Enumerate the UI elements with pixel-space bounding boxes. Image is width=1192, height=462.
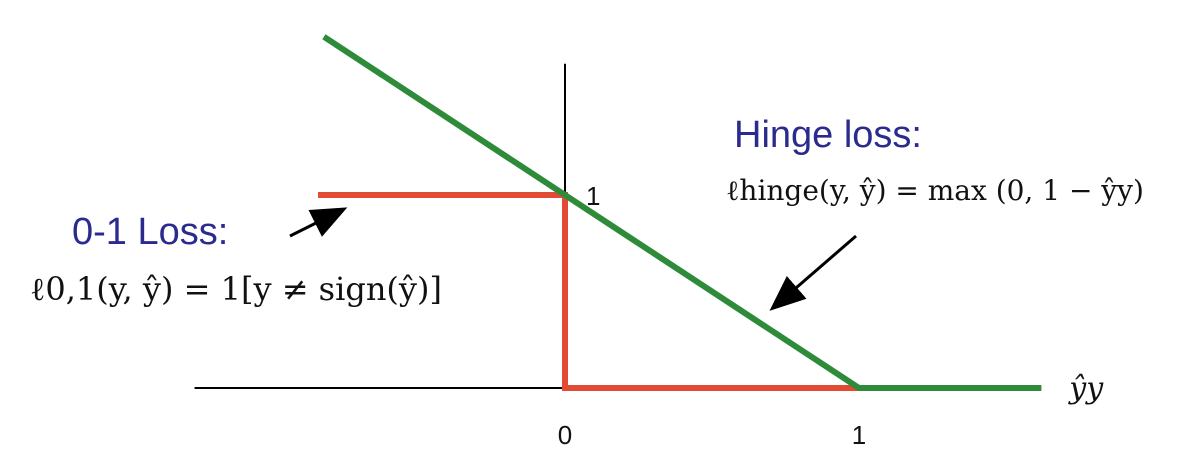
zero-one-loss-line — [318, 192, 1042, 391]
hinge-loss-title: Hinge loss: — [734, 114, 922, 156]
zero-one-loss-pointer-arrow — [289, 207, 348, 238]
x-tick-label-1: 1 — [852, 420, 866, 450]
hinge-loss-formula: ℓhinge(y, ŷ) = max (0, 1 − ŷy) — [726, 174, 1144, 207]
x-axis-label: ŷy — [1067, 371, 1104, 406]
hinge-loss-pointer-arrow — [769, 234, 857, 311]
zero-one-loss-formula: ℓ0,1(y, ŷ) = 1[y ≠ sign(ŷ)] — [30, 270, 442, 308]
zero-one-loss-title: 0-1 Loss: — [72, 211, 228, 253]
x-tick-label-0: 0 — [558, 420, 572, 450]
hinge-loss-line — [322, 34, 1042, 391]
y-tick-label-1: 1 — [586, 181, 600, 211]
